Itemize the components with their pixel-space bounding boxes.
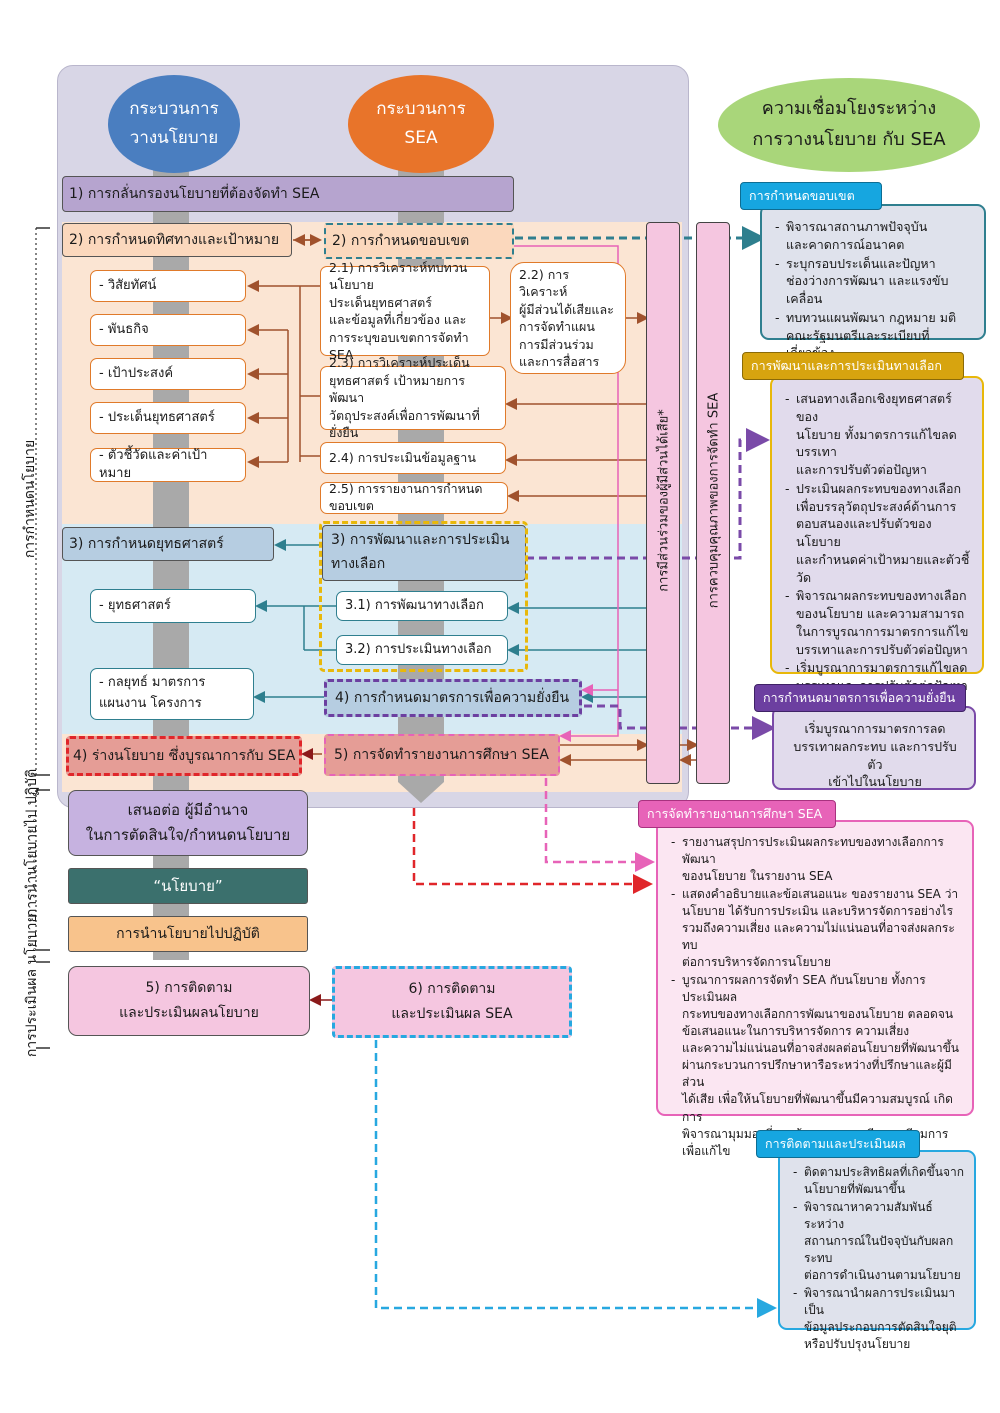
indicators-item: - ตัวชี้วัดและค่าเป้าหมาย: [90, 448, 246, 482]
step-1-screening: 1) การกลั่นกรองนโยบายที่ต้องจัดทำ SEA: [62, 176, 514, 212]
alternatives-panel: เสนอทางเลือกเชิงยุทธศาสตร์ของ นโยบาย ทั้…: [770, 376, 984, 711]
side-label-implementation: การนำนโยบายไป ปฏิบัติ: [23, 768, 40, 918]
sustainability-text: เริ่มบูรณาการมาตรการลด บรรเทาผลกระทบ และ…: [793, 721, 957, 790]
sustainability-panel-title: การกำหนดมาตรการเพื่อความยั่งยืน: [754, 684, 966, 712]
scope-item-1: พิจารณาสถานภาพปัจจุบัน และคาดการณ์อนาคต: [775, 218, 974, 254]
step-2-3-strategic-analysis: 2.3) การวิเคราะห์ประเด็น ยุทธศาสตร์ เป้า…: [320, 355, 506, 440]
step-3-alternatives: 3) การพัฒนาและการประเมิน ทางเลือก: [322, 525, 526, 581]
step-5-sea-report: 5) การจัดทำรายงานการศึกษา SEA: [324, 734, 560, 776]
scope-panel: พิจารณาสถานภาพปัจจุบัน และคาดการณ์อนาคต …: [760, 204, 986, 360]
scope-panel-title: การกำหนดขอบเขต: [740, 182, 882, 210]
monitoring-item-1: ติดตามประสิทธิผลที่เกิดขึ้นจาก นโยบายที่…: [793, 1164, 964, 1198]
step-4-draft-policy: 4) ร่างนโยบาย ซึ่งบูรณาการกับ SEA: [66, 736, 302, 776]
step-2-scoping: 2) การกำหนดขอบเขต: [324, 223, 514, 259]
side-label-policy-setting: การกำหนดนโยบาย: [22, 439, 38, 559]
policy-box: “นโยบาย”: [68, 868, 308, 904]
linkage-header: ความเชื่อมโยงระหว่าง การวางนโยบาย กับ SE…: [718, 78, 980, 172]
side-label-evaluation: การประเมินผล นโยบาย: [23, 914, 40, 1058]
monitoring-item-3: พิจารณานำผลการประเมินมาเป็น ข้อมูลประกอบ…: [793, 1285, 964, 1353]
quality-control-bar: [696, 222, 730, 784]
alternatives-item-3: พิจารณาผลกระทบของทางเลือก ของนโยบาย และค…: [785, 587, 972, 658]
sustainability-panel: เริ่มบูรณาการมาตรการลด บรรเทาผลกระทบ และ…: [772, 706, 976, 790]
step-2-2-stakeholder: 2.2) การวิเคราะห์ ผู้มีส่วนได้เสียและ กา…: [510, 262, 626, 374]
policy-process-header: กระบวนการ วางนโยบาย: [108, 75, 240, 173]
vision-item: - วิสัยทัศน์: [90, 270, 246, 302]
quality-control-label: การควบคุมคุณภาพของการจัดทำ SEA: [706, 392, 722, 609]
step-6-sea-evaluation: 6) การติดตาม และประเมินผล SEA: [332, 966, 572, 1038]
step-2-direction-target: 2) การกำหนดทิศทางและเป้าหมาย: [62, 223, 292, 257]
mission-item: - พันธกิจ: [90, 314, 246, 346]
participation-label: การมีส่วนร่วมของผู้มีส่วนได้เสีย*: [656, 409, 672, 592]
alternatives-highlight: [319, 521, 528, 672]
participation-bar: [646, 222, 680, 784]
step-2-4-baseline: 2.4) การประเมินข้อมูลฐาน: [320, 442, 506, 474]
tactics-item: - กลยุทธ์ มาตรการ แผนงาน โครงการ: [90, 668, 254, 720]
step-4-sustainability: 4) การกำหนดมาตรการเพื่อความยั่งยืน: [324, 679, 582, 717]
report-item-3: บูรณาการผลการจัดทำ SEA กับนโยบาย ทั้งการ…: [671, 972, 962, 1159]
step-2-5-scoping-report: 2.5) การรายงานการกำหนดขอบเขต: [320, 481, 508, 514]
report-item-2: แสดงคำอธิบายและข้อเสนอแนะ ของรายงาน SEA …: [671, 886, 962, 971]
step-3-1-develop-alternatives: 3.1) การพัฒนาทางเลือก: [336, 591, 508, 621]
propose-to-authority: เสนอต่อ ผู้มีอำนาจ ในการตัดสินใจ/กำหนดนโ…: [68, 790, 308, 856]
report-panel: รายงานสรุปการประเมินผลกระทบของทางเลือกกา…: [656, 820, 974, 1158]
objective-item: - เป้าประสงค์: [90, 358, 246, 390]
sea-process-header: กระบวนการ SEA: [348, 75, 494, 173]
step-2-1-review: 2.1) การวิเคราะห์ทบทวนนโยบาย ประเด็นยุทธ…: [320, 260, 490, 362]
monitoring-item-2: พิจารณาหาความสัมพันธ์ระหว่าง สถานการณ์ใน…: [793, 1199, 964, 1284]
alternatives-item-2: ประเมินผลกระทบของทางเลือก เพื่อบรรลุวัตถ…: [785, 480, 972, 587]
scope-item-2: ระบุกรอบประเด็นและปัญหา ช่องว่างการพัฒนา…: [775, 255, 974, 308]
monitoring-panel: ติดตามประสิทธิผลที่เกิดขึ้นจาก นโยบายที่…: [778, 1150, 976, 1351]
strategy-item: - ยุทธศาสตร์: [90, 589, 256, 623]
step-3-strategy: 3) การกำหนดยุทธศาสตร์: [62, 527, 274, 561]
strategic-issue-item: - ประเด็นยุทธศาสตร์: [90, 402, 246, 434]
implementation-box: การนำนโยบายไปปฏิบัติ: [68, 916, 308, 952]
alternatives-item-1: เสนอทางเลือกเชิงยุทธศาสตร์ของ นโยบาย ทั้…: [785, 390, 972, 479]
report-panel-title: การจัดทำรายงานการศึกษา SEA: [638, 800, 836, 828]
step-3-2-assess-alternatives: 3.2) การประเมินทางเลือก: [336, 635, 508, 665]
step-5-policy-evaluation: 5) การติดตาม และประเมินผลนโยบาย: [68, 966, 310, 1036]
monitoring-panel-title: การติดตามและประเมินผล: [756, 1130, 920, 1158]
alternatives-panel-title: การพัฒนาและการประเมินทางเลือก: [742, 352, 964, 380]
report-item-1: รายงานสรุปการประเมินผลกระทบของทางเลือกกา…: [671, 834, 962, 885]
